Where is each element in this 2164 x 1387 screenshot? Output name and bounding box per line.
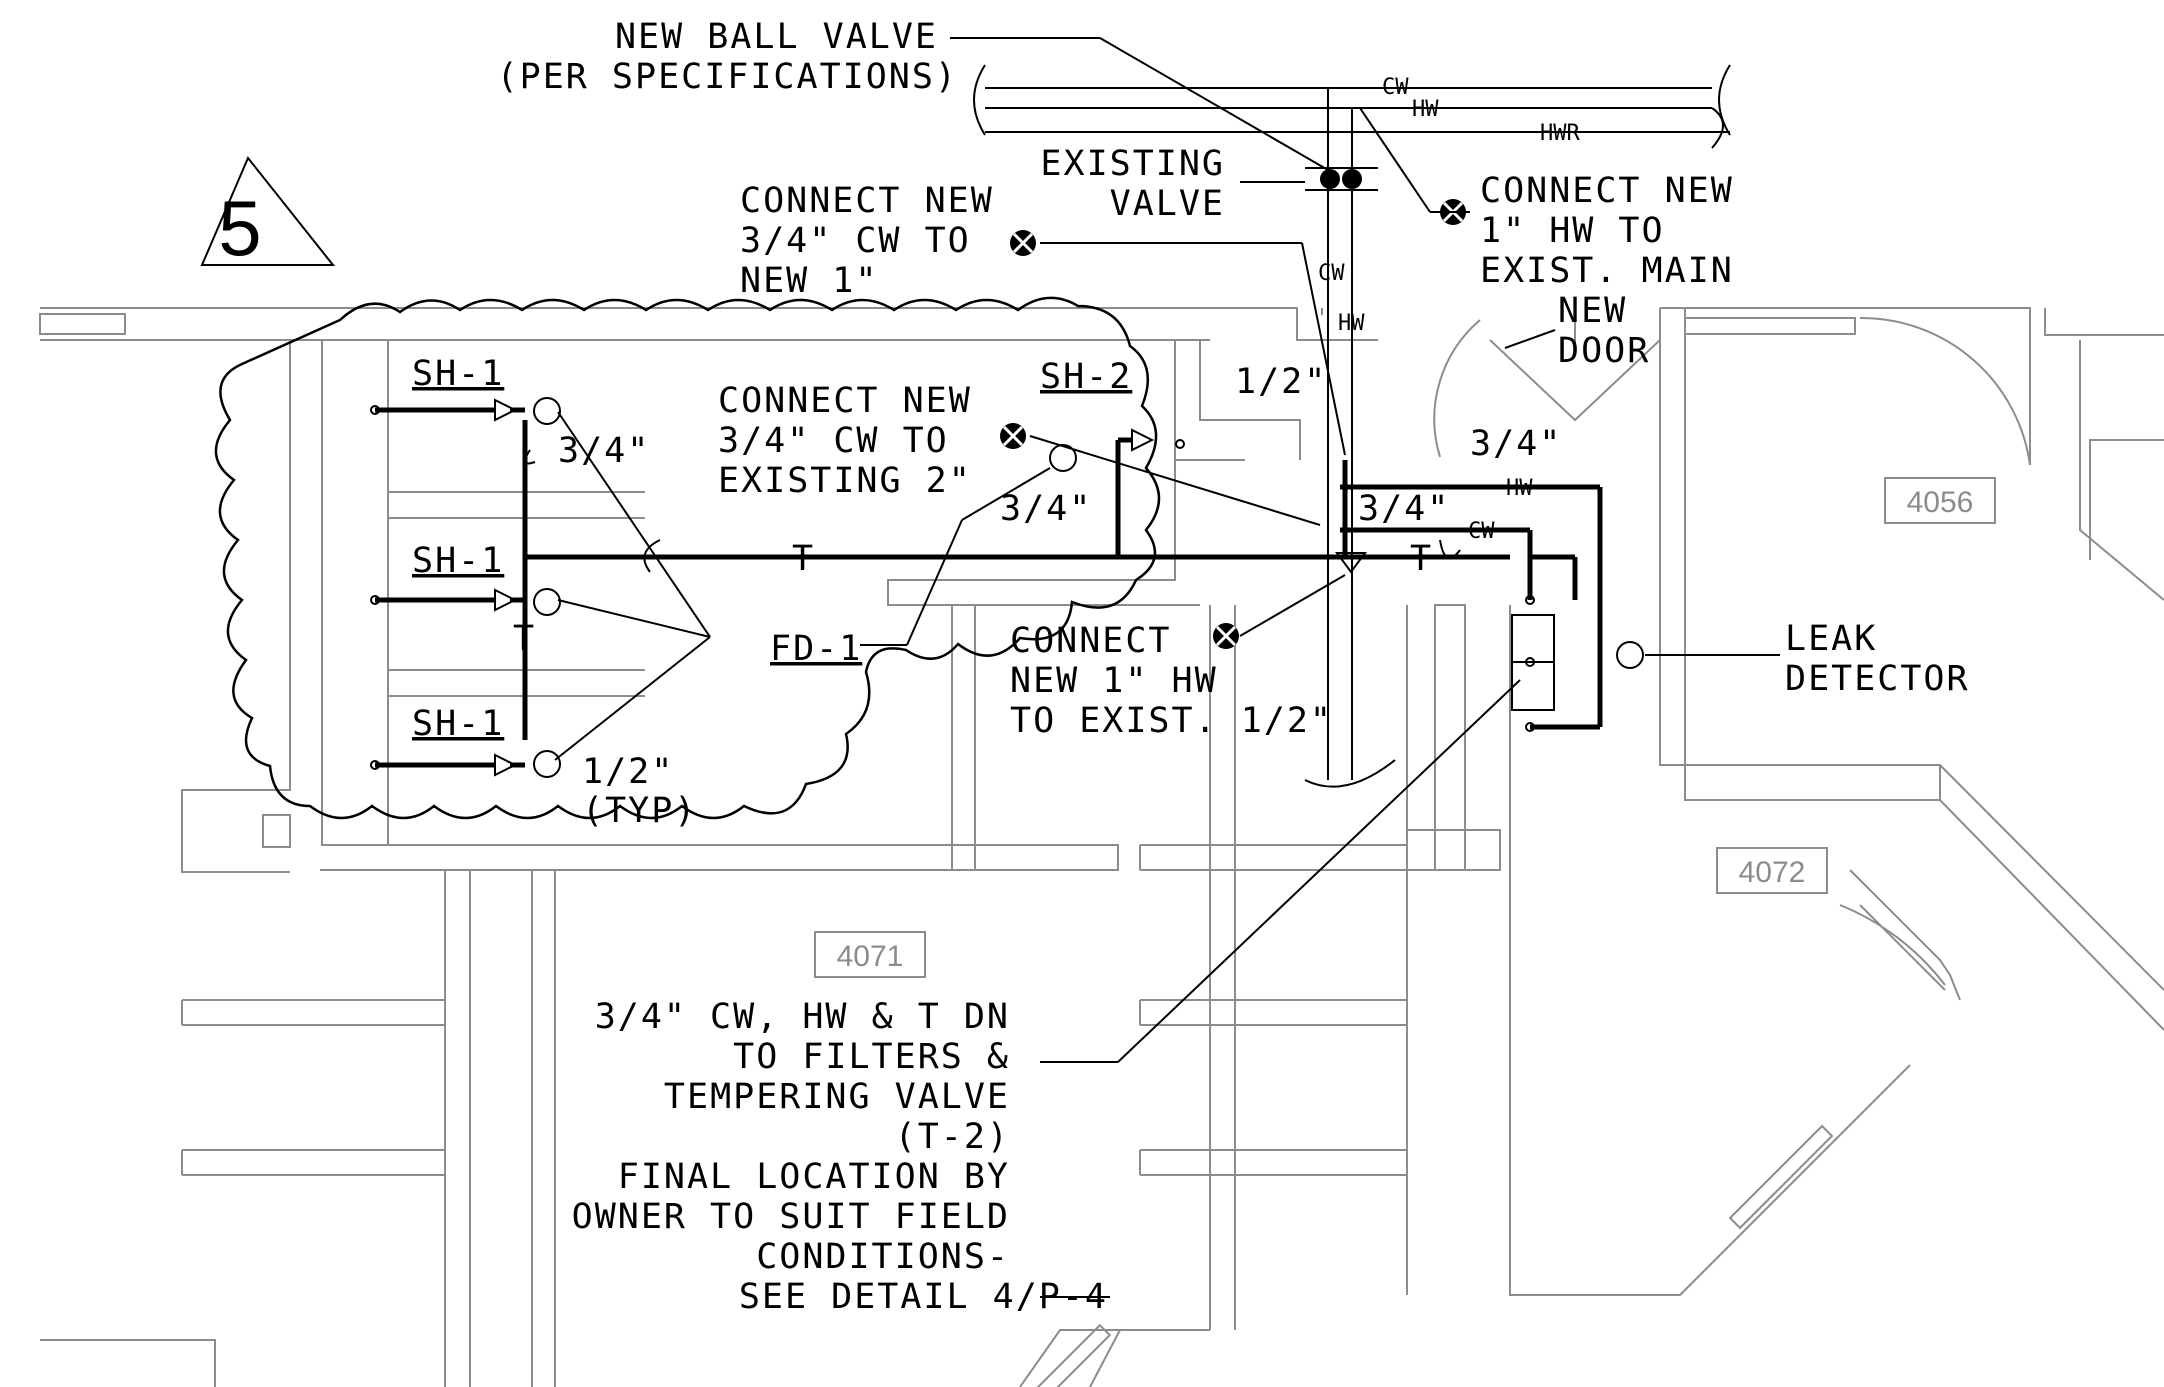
fixture-tag-sh1: SH-1 <box>412 354 504 394</box>
hw-branch-label: HW <box>1506 476 1533 501</box>
filters-note: (T-2) <box>895 1117 1010 1157</box>
typ-label: (TYP) <box>582 791 697 831</box>
connect-cw-exist2-note: CONNECT NEW <box>718 381 972 421</box>
hw-riser-label: HW <box>1338 311 1365 336</box>
connection-x-icon <box>1010 230 1036 256</box>
size-label: 1/2" <box>1235 362 1327 402</box>
fixture-tag-sh1: SH-1 <box>412 541 504 581</box>
filters-note: OWNER TO SUIT FIELD <box>572 1197 1010 1237</box>
connect-hw-main-note: CONNECT NEW <box>1480 171 1734 211</box>
fixture-tags: SH-1 SH-1 SH-1 SH-2 FD-1 <box>412 354 1132 744</box>
connection-x-icon <box>1000 423 1026 449</box>
size-label: 1/2" <box>582 752 674 792</box>
size-label: 3/4" <box>1000 489 1092 529</box>
leader-lines <box>554 37 1780 1298</box>
t-pipe-label-right: T <box>1410 539 1433 579</box>
ball-valve-note: (PER SPECIFICATIONS) <box>497 57 958 97</box>
connect-cw-new1-note: 3/4" CW TO <box>740 221 971 261</box>
cw-main-label: CW <box>1382 75 1409 100</box>
filters-note: FINAL LOCATION BY <box>618 1157 1010 1197</box>
detail-marker: 5 <box>200 156 336 272</box>
connection-points <box>1000 199 1466 649</box>
hwr-main-label: HWR <box>1540 121 1580 146</box>
hw-main-label: HW <box>1412 97 1439 122</box>
leak-detector-note: DETECTOR <box>1785 659 1970 699</box>
fixture-tag-fd1: FD-1 <box>770 629 862 669</box>
room-number-4071: 4071 <box>837 940 904 973</box>
t-pipe-label-left: T <box>513 619 536 659</box>
filters-note: TEMPERING VALVE <box>664 1077 1010 1117</box>
filters-note: TO FILTERS & <box>733 1037 1010 1077</box>
size-label: 3/4" <box>1358 489 1450 529</box>
connect-hw-half-note: CONNECT <box>1010 621 1172 661</box>
connect-hw-main-note: EXIST. MAIN <box>1480 251 1734 291</box>
connect-cw-exist2-note: 3/4" CW TO <box>718 421 949 461</box>
fixture-tag-sh2: SH-2 <box>1040 357 1132 397</box>
t-pipe-label: T <box>792 539 815 579</box>
leak-detector-note: LEAK <box>1785 619 1877 659</box>
filters-note: 3/4" CW, HW & T DN <box>595 997 1010 1037</box>
new-door-note: NEW <box>1558 291 1627 331</box>
connect-cw-exist2-note: EXISTING 2" <box>718 461 972 501</box>
new-door-note: DOOR <box>1558 331 1650 371</box>
ball-valve-note: NEW BALL VALVE <box>615 17 938 57</box>
room-tags: 4056 4072 4071 <box>814 477 1996 978</box>
existing-valve-note: EXISTING <box>1040 144 1225 184</box>
connect-hw-half-note: TO EXIST. 1/2" <box>1010 701 1333 741</box>
cw-branch-label: CW <box>1468 519 1495 544</box>
connect-cw-new1-note: CONNECT NEW <box>740 181 994 221</box>
size-labels: 3/4" 3/4" 1/2" 3/4" 3/4" 1/2" (TYP) <box>558 362 1562 831</box>
room-number-4056: 4056 <box>1907 486 1974 519</box>
connect-hw-main-note: 1" HW TO <box>1480 211 1665 251</box>
filters-note: CONDITIONS- <box>756 1237 1010 1277</box>
existing-valve-note: VALVE <box>1110 184 1225 224</box>
size-label: 3/4" <box>558 431 650 471</box>
architectural-walls <box>39 307 2164 1387</box>
fixture-tag-sh1: SH-1 <box>412 704 504 744</box>
room-number-4072: 4072 <box>1739 856 1806 889</box>
connection-x-icon <box>1213 623 1239 649</box>
pipe-labels: CW HW HWR CW HW HW CW T T T <box>513 75 1580 659</box>
revision-cloud <box>214 296 1161 820</box>
connect-hw-half-note: NEW 1" HW <box>1010 661 1218 701</box>
callout-notes: NEW BALL VALVE (PER SPECIFICATIONS) EXIS… <box>497 17 1970 1317</box>
detail-number: 5 <box>218 184 261 272</box>
connect-cw-new1-note: NEW 1" <box>740 261 878 301</box>
cw-riser-label: CW <box>1318 261 1345 286</box>
piping <box>370 64 1731 788</box>
size-label: 3/4" <box>1470 424 1562 464</box>
filters-note: SEE DETAIL 4/P-4 <box>739 1277 1108 1317</box>
